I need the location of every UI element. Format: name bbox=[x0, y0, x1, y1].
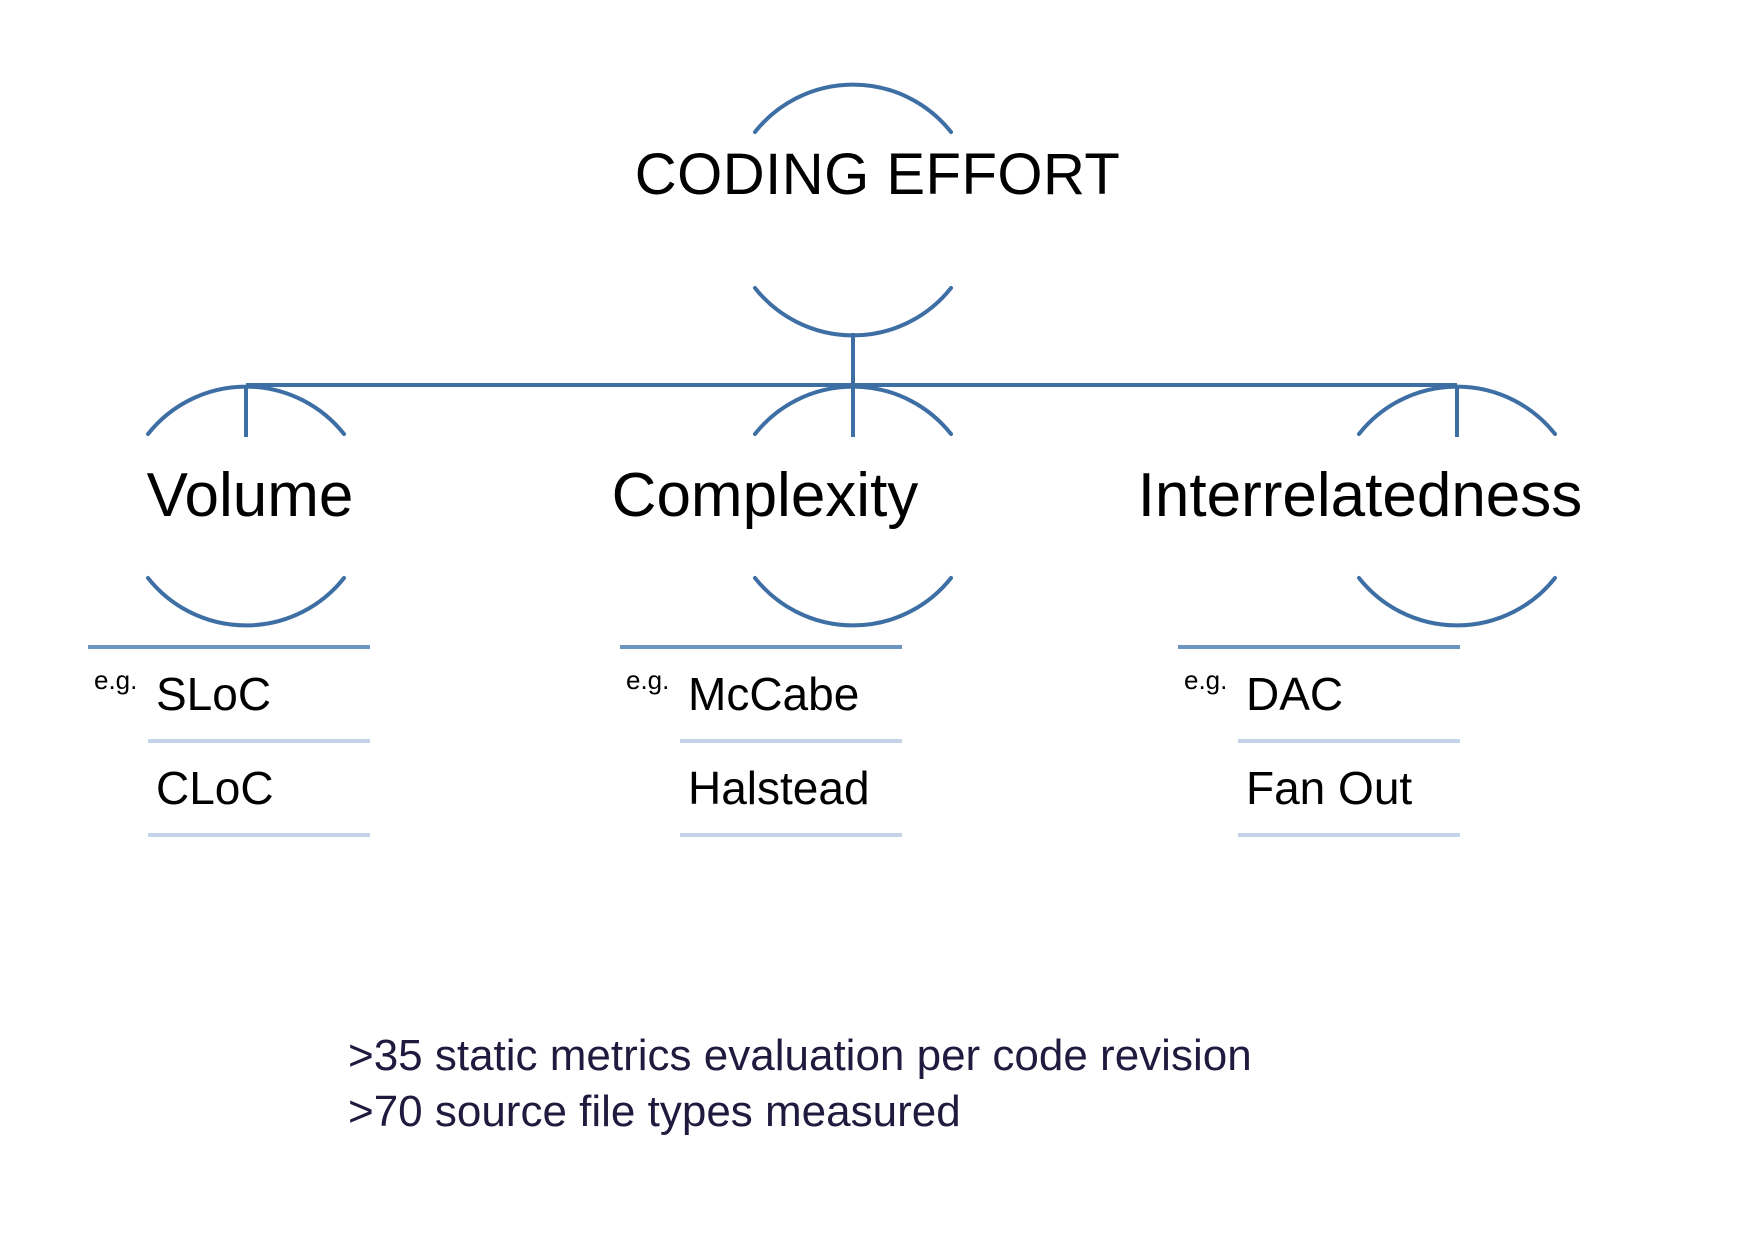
branch-node-top-arc-2 bbox=[1357, 384, 1557, 436]
branch-node-top-arc-0 bbox=[146, 384, 346, 436]
table-row: Fan Out bbox=[1246, 762, 1413, 814]
table-rule bbox=[1238, 739, 1460, 743]
example-table-complexity: e.g. McCabe Halstead bbox=[620, 645, 902, 837]
summary-note-line: >70 source file types measured bbox=[348, 1087, 961, 1137]
eg-label: e.g. bbox=[94, 665, 138, 695]
example-table-interrelatedness: e.g. DAC Fan Out bbox=[1178, 645, 1460, 837]
table-row: SLoC bbox=[156, 668, 272, 720]
root-node-top-arc bbox=[753, 82, 953, 134]
table-row: DAC bbox=[1246, 668, 1344, 720]
summary-notes: >35 static metrics evaluation per code r… bbox=[348, 1028, 1548, 1141]
branch-node-top-arc-1 bbox=[753, 384, 953, 436]
table-rule bbox=[148, 739, 370, 743]
eg-label: e.g. bbox=[1184, 665, 1228, 695]
branch-node-bottom-arc-1 bbox=[753, 576, 953, 628]
branch-label-volume: Volume bbox=[146, 461, 354, 530]
table-top-rule bbox=[1178, 645, 1460, 649]
table-rule bbox=[148, 833, 370, 837]
root-node-bottom-arc bbox=[753, 286, 953, 338]
branch-label-complexity: Complexity bbox=[611, 461, 919, 530]
summary-note-line: >35 static metrics evaluation per code r… bbox=[348, 1031, 1252, 1080]
root-node-label: CODING EFFORT bbox=[634, 142, 1121, 207]
branch-node-bottom-arc-0 bbox=[146, 576, 346, 628]
table-rule bbox=[680, 739, 902, 743]
branch-node-bottom-arc-2 bbox=[1357, 576, 1557, 628]
table-rule bbox=[1238, 833, 1460, 837]
table-top-rule bbox=[88, 645, 370, 649]
table-row: McCabe bbox=[688, 668, 860, 720]
eg-label: e.g. bbox=[626, 665, 670, 695]
table-top-rule bbox=[620, 645, 902, 649]
branch-label-interrelatedness: Interrelatedness bbox=[1137, 461, 1583, 530]
table-rule bbox=[680, 833, 902, 837]
table-row: CLoC bbox=[156, 762, 274, 814]
table-row: Halstead bbox=[688, 762, 870, 814]
example-table-volume: e.g. SLoC CLoC bbox=[88, 645, 370, 837]
